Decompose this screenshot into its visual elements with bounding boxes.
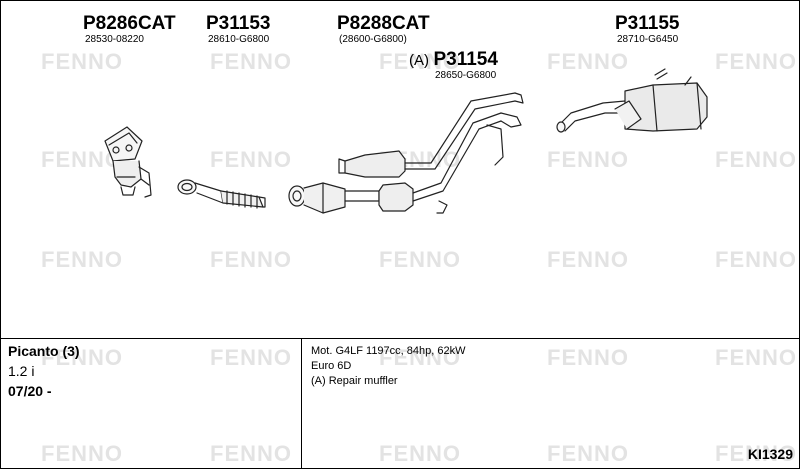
part-number: P31155	[615, 13, 680, 34]
fenno-watermark: FENNO	[715, 49, 797, 74]
fenno-watermark: FENNO	[210, 441, 292, 466]
diagram-code: KI1329	[747, 446, 793, 462]
oem-reference: 28710-G6450	[617, 34, 679, 45]
manifold-catalyst-part	[104, 126, 152, 198]
fenno-watermark: FENNO	[547, 49, 629, 74]
fenno-watermark: FENNO	[210, 247, 292, 272]
part-label-p8288cat: P8288CAT (28600-G6800)	[337, 14, 430, 46]
fenno-watermark: FENNO	[41, 49, 123, 74]
fenno-watermark: FENNO	[379, 49, 461, 74]
part-number: P8286CAT	[83, 13, 176, 34]
repair-marker: (A)	[409, 52, 429, 69]
part-label-p31153: P31153 28610-G6800	[206, 14, 270, 46]
oem-reference: (28600-G6800)	[339, 34, 407, 45]
fenno-watermark: FENNO	[41, 345, 123, 370]
fenno-watermark: FENNO	[547, 441, 629, 466]
fenno-watermark: FENNO	[210, 147, 292, 172]
repair-note: (A) Repair muffler	[311, 375, 398, 387]
fenno-watermark: FENNO	[547, 147, 629, 172]
fenno-watermark: FENNO	[210, 49, 292, 74]
vehicle-engine: 1.2 i	[8, 363, 35, 379]
front-pipe-part	[177, 179, 266, 209]
info-column-divider	[301, 338, 302, 468]
fenno-watermark: FENNO	[379, 345, 461, 370]
emission-note: Euro 6D	[311, 360, 352, 372]
fenno-watermark: FENNO	[715, 441, 797, 466]
vehicle-years: 07/20 -	[8, 383, 52, 399]
oem-reference: 28650-G6800	[435, 70, 497, 81]
fenno-watermark: FENNO	[379, 247, 461, 272]
part-label-p31155: P31155 28710-G6450	[615, 14, 679, 46]
fenno-watermark: FENNO	[715, 345, 797, 370]
fenno-watermark: FENNO	[715, 147, 797, 172]
fenno-watermark: FENNO	[41, 441, 123, 466]
part-number: P31153	[206, 13, 271, 34]
motor-note: Mot. G4LF 1197cc, 84hp, 62kW	[311, 345, 466, 357]
rear-muffler-part	[556, 68, 708, 133]
info-divider	[1, 338, 799, 339]
exhaust-system-drawing	[104, 68, 708, 214]
fenno-watermark: FENNO	[547, 345, 629, 370]
middle-catalyst-part	[288, 182, 380, 214]
fenno-watermark: FENNO	[715, 247, 797, 272]
fenno-watermark: FENNO	[379, 441, 461, 466]
part-label-p31154: (A) P31154 28650-G6800	[409, 50, 498, 82]
part-number: P8288CAT	[337, 13, 430, 34]
oem-reference: 28610-G6800	[208, 34, 270, 45]
part-label-p8286cat: P8286CAT 28530-08220	[83, 14, 176, 46]
part-number: P31154	[433, 49, 498, 70]
oem-reference: 28530-08220	[85, 34, 144, 45]
fenno-watermark: FENNO	[547, 247, 629, 272]
fenno-watermark: FENNO	[210, 345, 292, 370]
vehicle-model: Picanto (3)	[8, 343, 80, 359]
fenno-watermark: FENNO	[41, 247, 123, 272]
middle-pipe-part	[338, 92, 524, 214]
